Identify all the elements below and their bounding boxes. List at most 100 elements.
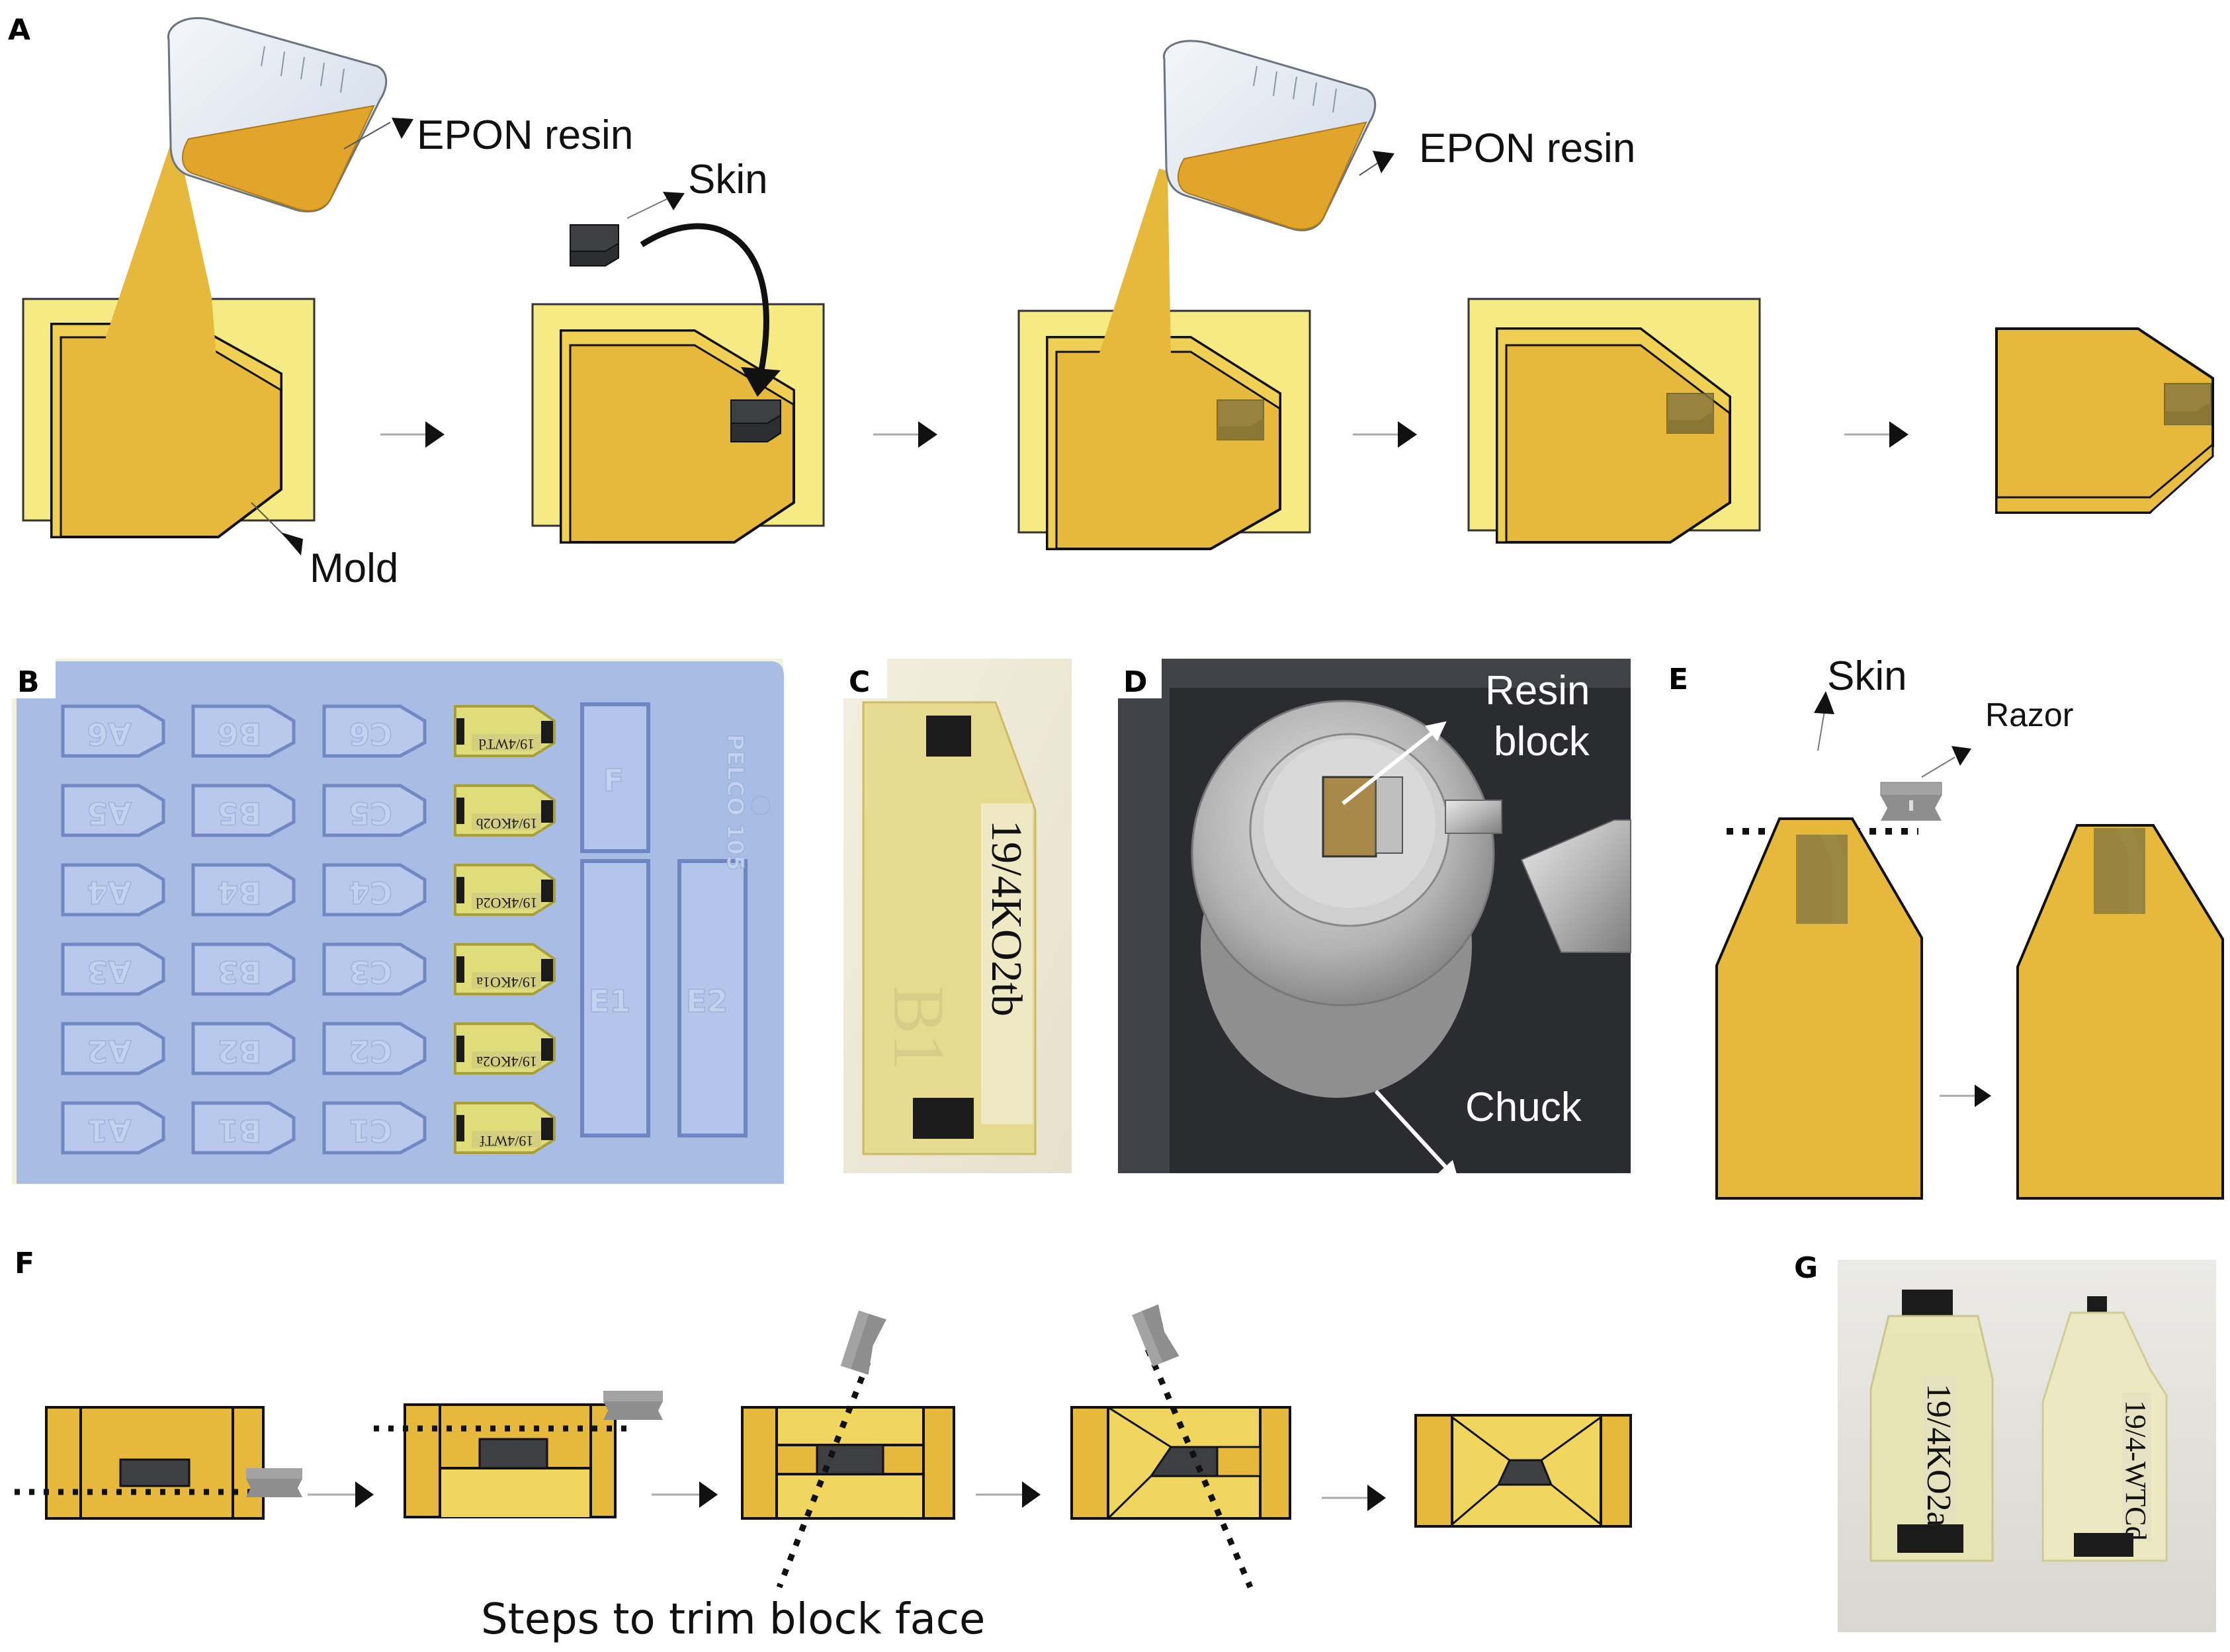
- mold-cell-a2: A2: [61, 1022, 165, 1075]
- mold-cell-label: A3: [87, 954, 132, 990]
- callout-line-razor: [1921, 757, 1955, 778]
- mold-cell-label: C5: [349, 796, 392, 831]
- panel-letter-b: B: [17, 665, 40, 699]
- mold-cell-a6: A6: [61, 704, 165, 758]
- callout-line-resin-1: [343, 122, 391, 149]
- resin-stream: [1098, 169, 1171, 357]
- mold-cell-b2: B2: [191, 1022, 296, 1075]
- svg-text:F: F: [603, 763, 624, 798]
- skin-embedded-icon: [2164, 383, 2211, 425]
- panel-letter-c: C: [849, 665, 870, 699]
- mold-cell-label: B6: [217, 716, 261, 752]
- razor-blade-icon: [1880, 782, 1942, 821]
- knob-icon: [1520, 819, 1631, 953]
- callout-arrow-icon: [281, 532, 303, 556]
- step-2-place-skin: Skin: [531, 157, 825, 544]
- step-5-resin-block: [1995, 327, 2214, 514]
- skin-sample-icon: [730, 399, 781, 442]
- panel-letter-bg: [1118, 659, 1162, 698]
- skin-sample-icon: [119, 1458, 191, 1487]
- mold-wall: [1046, 336, 1281, 550]
- callout-arrow-icon: [1951, 746, 1971, 766]
- resin-stream: [99, 145, 218, 384]
- mold-cell-label: C1: [349, 1113, 392, 1149]
- mold-cell-a4: A4: [61, 863, 165, 917]
- mold-cell-label: C2: [349, 1034, 392, 1069]
- trim-step-4: [1070, 1304, 1291, 1589]
- panel-letter-d: D: [1123, 665, 1148, 699]
- label-block: block: [1494, 719, 1590, 764]
- embedded-resin-block: 19/4KO2d: [454, 864, 556, 916]
- mold-cell-a3: A3: [61, 942, 165, 996]
- panel-a: A EPON resin Mold: [8, 13, 2214, 591]
- step-arrow-icon: [976, 1481, 1041, 1508]
- step-arrow-icon: [873, 421, 937, 448]
- skin-sample-icon: [478, 1438, 548, 1469]
- svg-text:E2: E2: [686, 983, 728, 1019]
- callout-line-skin-e: [1817, 710, 1825, 751]
- embedded-resin-block: 19/4KO1a: [454, 943, 556, 995]
- label-mold: Mold: [310, 546, 398, 591]
- trim-step-2: [374, 1391, 663, 1518]
- callout-arrow-icon: [392, 118, 413, 139]
- mold-cell-c2: C2: [322, 1022, 427, 1075]
- mold-wall: [560, 329, 795, 544]
- embedded-block-label: 19/4KO2b: [476, 815, 538, 832]
- step-3-pour-over-skin: EPON resin: [1017, 40, 1635, 550]
- mold-cell-a1: A1: [61, 1101, 165, 1155]
- label-skin: Skin: [688, 157, 768, 202]
- panel-c: C 19/4KO2tb B1: [843, 659, 1072, 1173]
- mold-cell-a5: A5: [61, 784, 165, 837]
- panel-d: D Resin block Chuck: [1118, 659, 1631, 1182]
- mold-cell-label: B3: [217, 954, 261, 990]
- svg-text:E1: E1: [589, 983, 630, 1019]
- trim-step-3: [741, 1310, 955, 1589]
- step-arrow-icon: [380, 421, 445, 448]
- mold-large-cell-e1: E1: [580, 859, 650, 1137]
- panel-letter-bg: [843, 659, 887, 698]
- mold-cell-label: B2: [217, 1034, 261, 1069]
- block-after-trim: [2016, 824, 2224, 1200]
- step-arrow-icon: [652, 1481, 718, 1508]
- embedded-resin-block: 19/4KO2b: [454, 784, 556, 837]
- mold-cell-b1: B1: [191, 1101, 296, 1155]
- mold-cell-label: A1: [87, 1113, 132, 1149]
- beaker-icon: [1163, 40, 1377, 231]
- skin-sample-bottom: [913, 1098, 974, 1139]
- mold-cell-label: A2: [87, 1034, 132, 1069]
- razor-blade-icon: [246, 1468, 302, 1497]
- pointer-resin-block: [1342, 721, 1447, 805]
- mold-cell-c1: C1: [322, 1101, 427, 1155]
- mold-cell-c6: C6: [322, 704, 427, 758]
- resin-block-side: [1995, 442, 2214, 514]
- mold-cell-c3: C3: [322, 942, 427, 996]
- mold-cell-label: C3: [349, 954, 392, 990]
- skin-embedded-icon: [1666, 393, 1714, 434]
- step-arrow-icon: [308, 1481, 374, 1508]
- skin-sample-top: [926, 716, 971, 757]
- mold-cell-b6: B6: [191, 704, 296, 758]
- mold-cell-label: A5: [87, 796, 132, 831]
- label-paper: [981, 804, 1033, 1124]
- mold-large-cell-e2: E2: [677, 859, 748, 1137]
- mold-wall: [1496, 327, 1731, 544]
- trim-step-5-final: [1414, 1414, 1632, 1528]
- caption-trim-steps: Steps to trim block face: [481, 1595, 985, 1644]
- panel-letter-bg: [12, 659, 56, 698]
- label-skin-e: Skin: [1827, 653, 1907, 699]
- block-before-trim: [1715, 817, 1923, 1200]
- placement-arrow-icon: [741, 367, 781, 397]
- mold-cell-label: A6: [87, 716, 132, 752]
- cut-line: [1144, 1348, 1254, 1589]
- panel-letter-g: G: [1794, 1251, 1818, 1285]
- callout-arrow-icon: [1814, 691, 1834, 714]
- embedded-block-label: 19/4KO1a: [476, 974, 537, 991]
- embedded-resin-block: 19/4WTf: [454, 1102, 556, 1154]
- step-arrow-icon: [1940, 1085, 1991, 1107]
- label-epon-resin-1: EPON resin: [417, 112, 633, 158]
- block-label-g2: 19/4-WTCd: [2120, 1400, 2152, 1541]
- mold-cell-label: B1: [217, 1113, 261, 1149]
